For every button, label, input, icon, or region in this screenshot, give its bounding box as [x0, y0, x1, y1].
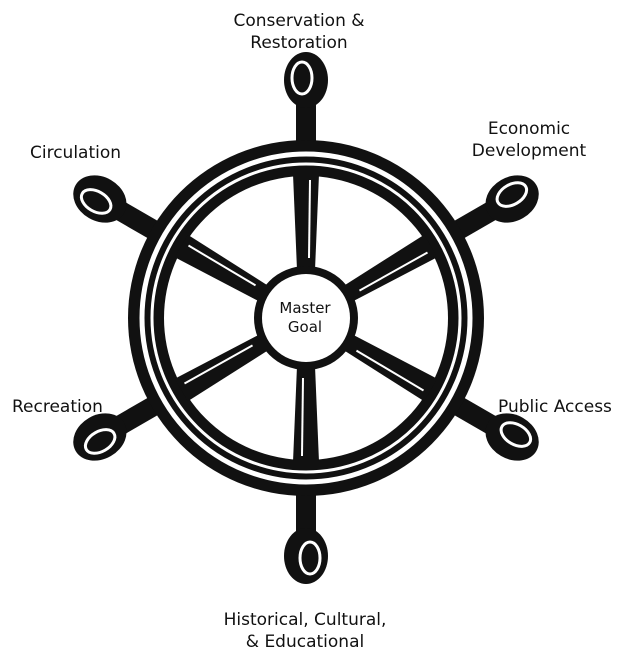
label-recreation: Recreation [12, 396, 103, 418]
label-line: Circulation [30, 142, 121, 164]
spoke-conservation [293, 174, 319, 270]
spoke-highlight-historical [302, 378, 303, 456]
master-goal-label: Master Goal [265, 299, 345, 337]
label-line: Public Access [498, 396, 612, 418]
label-line: & Educational [215, 631, 395, 653]
label-line: Recreation [12, 396, 103, 418]
label-public-access: Public Access [498, 396, 612, 418]
master-goal-line-1: Master [265, 299, 345, 318]
label-historical-cultural-educational: Historical, Cultural, & Educational [215, 609, 395, 653]
label-conservation-restoration: Conservation & Restoration [229, 10, 369, 54]
label-line: Historical, Cultural, [215, 609, 395, 631]
label-line: Conservation & [229, 10, 369, 32]
label-line: Economic [470, 118, 588, 140]
label-economic-development: Economic Development [470, 118, 588, 162]
spoke-highlight-conservation [309, 180, 310, 258]
spoke-historical [293, 366, 319, 462]
label-circulation: Circulation [30, 142, 121, 164]
label-line: Restoration [229, 32, 369, 54]
master-goal-line-2: Goal [265, 318, 345, 337]
label-line: Development [470, 140, 588, 162]
